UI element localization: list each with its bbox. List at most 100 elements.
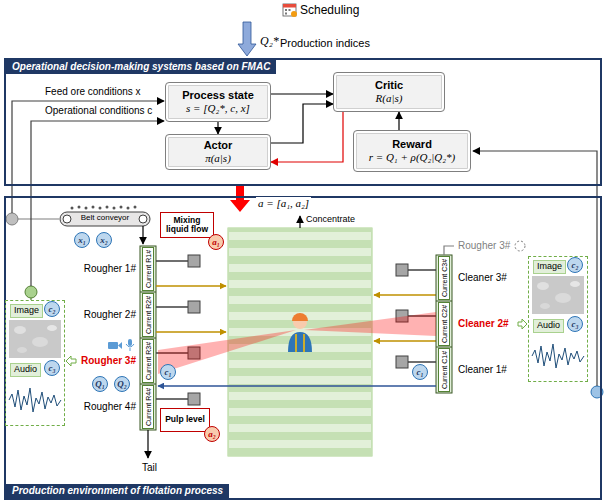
annotation: Rougher 1# bbox=[70, 263, 136, 275]
variable-symbol: c₁ bbox=[164, 368, 171, 377]
calendar-icon bbox=[283, 4, 296, 8]
connector bbox=[271, 104, 333, 143]
annotation: Cleaner 2# bbox=[458, 318, 509, 330]
node-title: Process state bbox=[182, 89, 254, 102]
sensor-icons bbox=[126, 344, 134, 351]
annotation: Rougher 3# bbox=[70, 355, 136, 367]
calendar-icon bbox=[283, 4, 296, 16]
froth-image bbox=[32, 337, 48, 347]
current-label: Current C2# bbox=[441, 305, 448, 343]
variable-circle: c₁ bbox=[160, 364, 176, 380]
froth-image bbox=[570, 281, 580, 287]
rougher-bank bbox=[147, 430, 148, 458]
control-box: Pulp level bbox=[160, 408, 210, 432]
cleaner-bank bbox=[515, 241, 525, 251]
cell-current-strip: Current C1# bbox=[438, 348, 450, 392]
variable-circle: a₂ bbox=[204, 426, 220, 442]
formula: R(a|s) bbox=[376, 92, 403, 106]
process-box: Rewardr = Q₁ + ρ(Q₂|Q₂*) bbox=[353, 130, 471, 172]
connector bbox=[271, 112, 343, 162]
belt-conveyor bbox=[139, 215, 147, 223]
cleaner-bank bbox=[396, 356, 408, 368]
process-box: Actorπ(a|s) bbox=[165, 134, 271, 170]
froth-image bbox=[555, 293, 571, 303]
variable-symbol: x₂ bbox=[100, 236, 108, 245]
concentrate-launder bbox=[299, 216, 300, 228]
belt-conveyor bbox=[60, 212, 150, 226]
tailing-flow-line bbox=[158, 386, 436, 387]
node-title: Critic bbox=[375, 79, 403, 92]
variable-circle: c₃ bbox=[567, 316, 583, 332]
feed-ore-signal-line bbox=[6, 213, 18, 225]
sensor-box: ImageAudioc₂c₃ bbox=[5, 300, 65, 426]
cell-current-strip: Current C2# bbox=[438, 302, 450, 346]
belt-conveyor bbox=[99, 207, 102, 210]
variable-symbol: c₃ bbox=[48, 364, 55, 373]
sensor-label: Image bbox=[10, 304, 43, 318]
belt-conveyor bbox=[113, 207, 116, 210]
annotation: Rougher 3# bbox=[458, 240, 510, 252]
connector bbox=[398, 112, 399, 130]
belt-conveyor bbox=[85, 207, 88, 210]
variable-circle: a₁ bbox=[208, 234, 224, 250]
operator-figure bbox=[288, 332, 312, 352]
process-box: CriticR(a|s) bbox=[333, 72, 445, 112]
sensor-label: Audio bbox=[533, 319, 564, 333]
belt-conveyor bbox=[92, 206, 95, 209]
variable-circle: x₁ bbox=[74, 232, 90, 248]
sensor-box: ImageAudio c₂ c₃ bbox=[528, 256, 588, 382]
node-title: Reward bbox=[392, 138, 432, 151]
sensor-label: Image bbox=[533, 260, 566, 274]
froth-flow-line bbox=[156, 285, 226, 287]
audio-waveform bbox=[532, 344, 584, 368]
froth-image bbox=[47, 325, 57, 331]
current-label: Current R3# bbox=[145, 342, 152, 380]
froth-image bbox=[9, 276, 584, 358]
variable-circle: Q₁ bbox=[92, 376, 108, 392]
variable-circle: c₁ bbox=[412, 364, 428, 380]
tailing-flow-line bbox=[158, 385, 436, 387]
variable-symbol: c₃ bbox=[571, 320, 578, 329]
audio-waveform bbox=[9, 344, 584, 412]
formula: r = Q₁ + ρ(Q₂|Q₂*) bbox=[369, 151, 456, 165]
variable-symbol: Q₂ bbox=[117, 380, 127, 389]
annotation: a = [a₁, a₂] bbox=[256, 197, 311, 210]
system-panel: Production environment of flotation proc… bbox=[4, 196, 602, 500]
variable-symbol: Q₁ bbox=[95, 380, 105, 389]
operator-figure bbox=[296, 334, 304, 352]
sensor-icons bbox=[108, 339, 134, 351]
annotation: Concentrate bbox=[306, 214, 355, 225]
cleaner-bank bbox=[436, 301, 452, 347]
belt-conveyor bbox=[63, 215, 71, 223]
connector bbox=[271, 93, 333, 94]
action-arrow bbox=[230, 186, 250, 212]
hollow-arrow bbox=[66, 319, 527, 366]
variable-circle: c₂ bbox=[44, 301, 60, 317]
system-panel: Operational decision-making systems base… bbox=[4, 58, 602, 186]
cell-current-strip: Current R1# bbox=[142, 247, 154, 291]
belt-conveyor bbox=[71, 207, 74, 210]
annotation: Scheduling bbox=[300, 3, 359, 17]
control-label: Pulp level bbox=[165, 415, 205, 424]
operator-figure bbox=[158, 312, 436, 374]
control-label: Mixing liquid flow bbox=[163, 216, 211, 235]
variable-circle: c₂ bbox=[567, 257, 583, 273]
rougher-bank bbox=[156, 261, 188, 399]
reward-signal-line bbox=[473, 151, 597, 386]
hollow-arrow bbox=[518, 319, 527, 329]
froth-image bbox=[17, 347, 27, 353]
action-arrow bbox=[230, 186, 250, 212]
rougher-bank bbox=[188, 255, 200, 267]
froth-image bbox=[532, 276, 584, 314]
cell-current-strip: Current R3# bbox=[142, 339, 154, 383]
cleaner-bank bbox=[444, 246, 454, 255]
variable-symbol: a₂ bbox=[208, 430, 216, 439]
process-box: Process states = [Q₂*, c, x] bbox=[165, 82, 271, 122]
calendar-icon bbox=[289, 9, 291, 11]
annotation: Belt conveyor bbox=[70, 213, 140, 223]
annotation: Cleaner 3# bbox=[458, 272, 507, 284]
feed-ore-signal-line bbox=[18, 218, 59, 219]
rougher-bank bbox=[140, 246, 156, 430]
